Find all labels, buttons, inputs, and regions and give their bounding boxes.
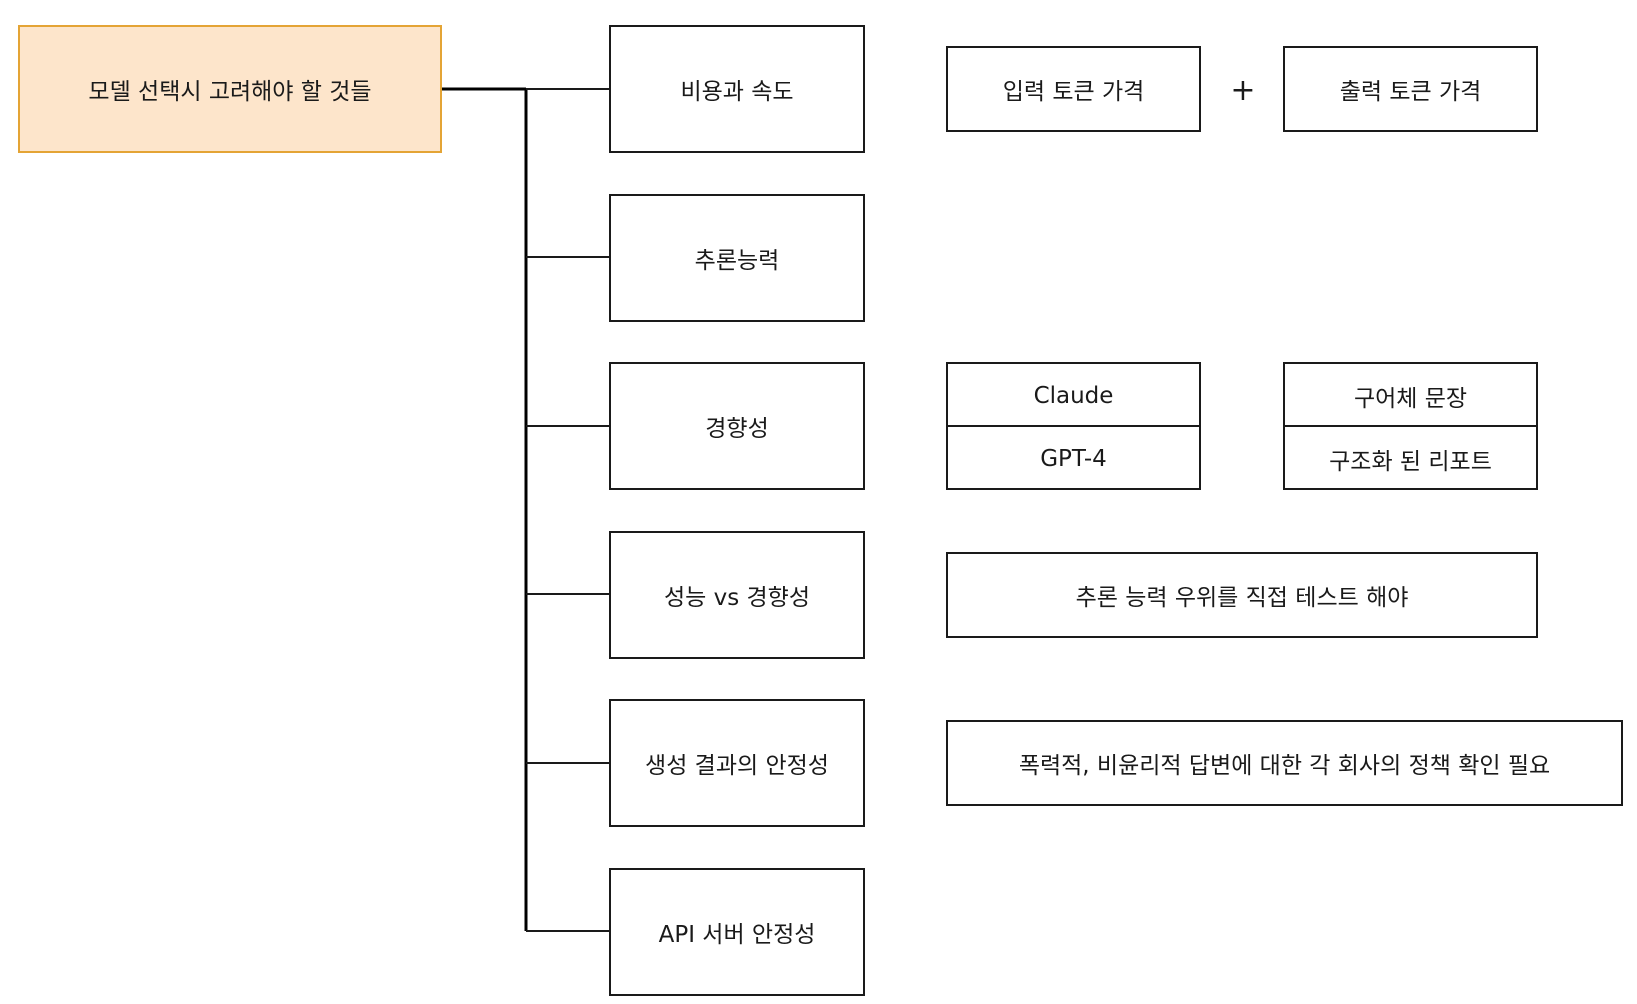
- category-label: 비용과 속도: [680, 79, 794, 105]
- style-conversational[interactable]: 구어체 문장: [1353, 385, 1468, 412]
- category-output-stability[interactable]: 생성 결과의 안정성: [609, 699, 865, 827]
- category-label: 성능 vs 경향성: [663, 585, 811, 611]
- category-label: 생성 결과의 안정성: [645, 753, 829, 779]
- category-tendency[interactable]: 경향성: [609, 362, 865, 490]
- stability-note-box[interactable]: 폭력적, 비윤리적 답변에 대한 각 회사의 정책 확인 필요: [946, 720, 1623, 806]
- stability-note-label: 폭력적, 비윤리적 답변에 대한 각 회사의 정책 확인 필요: [1018, 753, 1551, 779]
- style-list-box: 구어체 문장 구조화 된 리포트: [1283, 362, 1538, 490]
- category-label: API 서버 안정성: [658, 922, 816, 948]
- root-node[interactable]: 모델 선택시 고려해야 할 것들: [18, 25, 442, 153]
- category-reasoning[interactable]: 추론능력: [609, 194, 865, 322]
- category-label: 경향성: [705, 416, 769, 442]
- plus-operator: +: [1230, 72, 1256, 108]
- root-label: 모델 선택시 고려해야 할 것들: [88, 79, 372, 105]
- model-divider: [948, 425, 1199, 427]
- model-claude[interactable]: Claude: [1033, 382, 1114, 409]
- category-label: 추론능력: [694, 248, 780, 274]
- style-divider: [1285, 425, 1536, 427]
- output-token-price-box[interactable]: 출력 토큰 가격: [1283, 46, 1538, 132]
- category-api-stability[interactable]: API 서버 안정성: [609, 868, 865, 996]
- output-token-price-label: 출력 토큰 가격: [1339, 79, 1482, 105]
- category-cost-speed[interactable]: 비용과 속도: [609, 25, 865, 153]
- input-token-price-box[interactable]: 입력 토큰 가격: [946, 46, 1201, 132]
- model-list-box: Claude GPT-4: [946, 362, 1201, 490]
- model-gpt4[interactable]: GPT-4: [1040, 445, 1107, 472]
- performance-note-label: 추론 능력 우위를 직접 테스트 해야: [1075, 585, 1409, 611]
- input-token-price-label: 입력 토큰 가격: [1002, 79, 1145, 105]
- performance-note-box[interactable]: 추론 능력 우위를 직접 테스트 해야: [946, 552, 1538, 638]
- style-structured-report[interactable]: 구조화 된 리포트: [1329, 448, 1492, 475]
- category-performance-vs-tendency[interactable]: 성능 vs 경향성: [609, 531, 865, 659]
